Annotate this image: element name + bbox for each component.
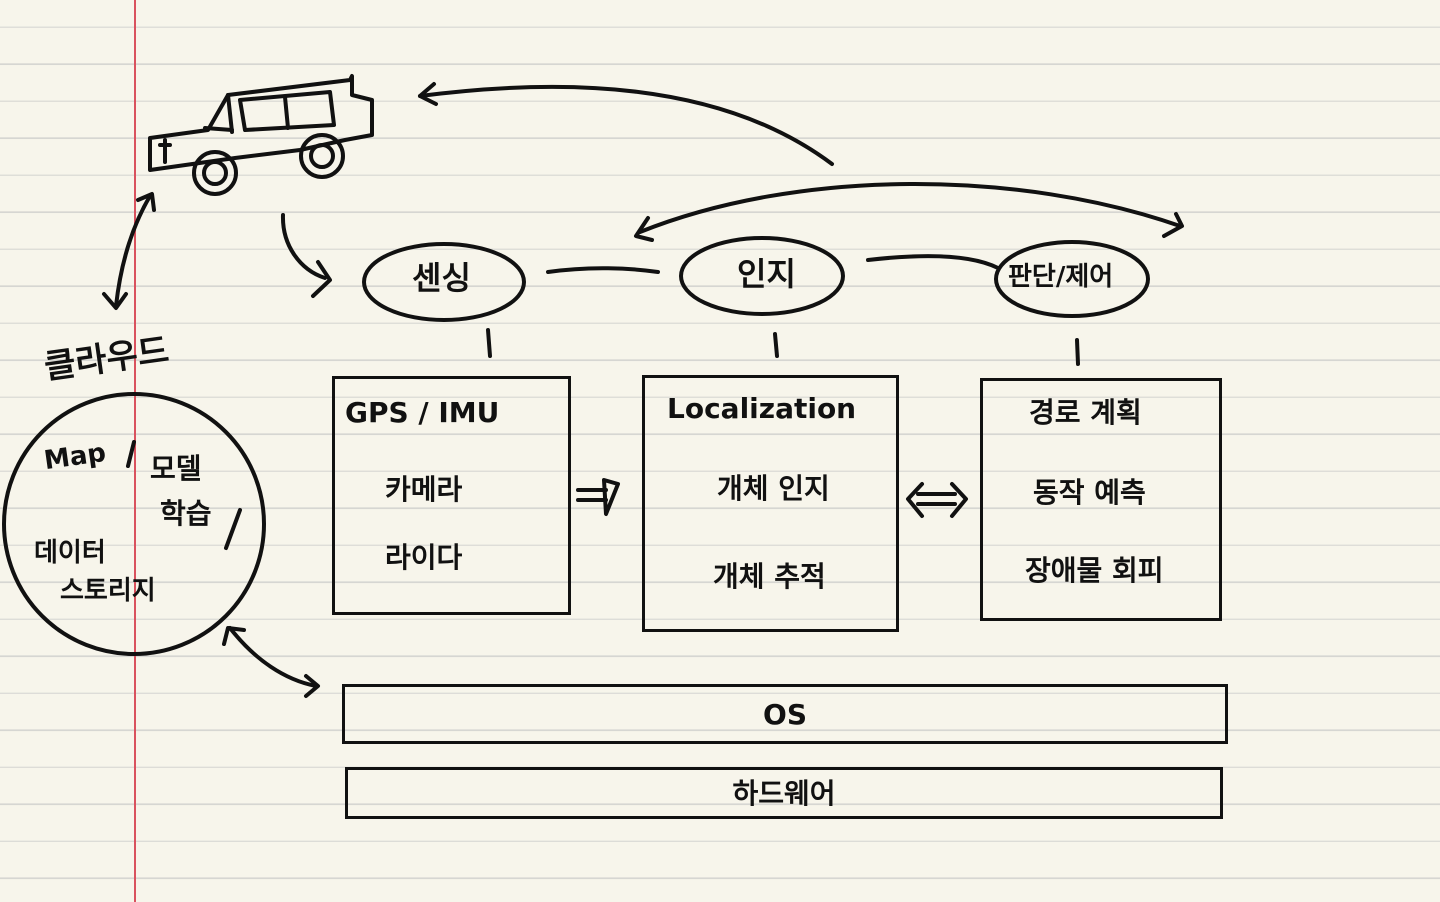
cloud-item-model: 모델: [150, 452, 202, 485]
perception-item-object-detection: 개체 인지: [717, 472, 830, 505]
cloud-item-training: 학습: [160, 497, 212, 530]
cloud-item-data: 데이터: [34, 538, 106, 568]
stage-ellipse-judgment: [994, 240, 1150, 318]
cloud-item-storage: 스토리지: [60, 576, 156, 606]
perception-item-localization: Localization: [667, 392, 857, 425]
car-icon: [148, 74, 374, 196]
judgment-item-motion-prediction: 동작 예측: [1033, 476, 1146, 509]
perception-box: Localization 개체 인지 개체 추적: [642, 375, 899, 632]
stage-label-perception: 인지: [737, 255, 796, 293]
sensing-box: GPS / IMU 카메라 라이다: [332, 376, 571, 615]
paper-margin-line: [134, 0, 136, 902]
judgment-item-path-planning: 경로 계획: [1029, 396, 1142, 429]
hardware-layer-box: 하드웨어: [345, 767, 1223, 819]
judgment-box: 경로 계획 동작 예측 장애물 회피: [980, 378, 1222, 621]
cloud-circle: [2, 392, 266, 656]
sensing-item-gps-imu: GPS / IMU: [345, 396, 500, 429]
perception-item-object-tracking: 개체 추적: [713, 560, 826, 593]
os-layer-box: OS: [342, 684, 1228, 744]
stage-ellipse-sensing: [362, 242, 526, 322]
stage-label-sensing: 센싱: [412, 259, 471, 297]
os-layer-label: OS: [763, 698, 807, 731]
stage-label-judgment: 판단/제어: [1008, 262, 1114, 292]
sensing-item-camera: 카메라: [385, 473, 463, 506]
sensing-item-lidar: 라이다: [385, 541, 463, 574]
stage-ellipse-perception: [679, 236, 845, 316]
hardware-layer-label: 하드웨어: [732, 777, 836, 810]
judgment-item-obstacle-avoidance: 장애물 회피: [1025, 554, 1164, 587]
